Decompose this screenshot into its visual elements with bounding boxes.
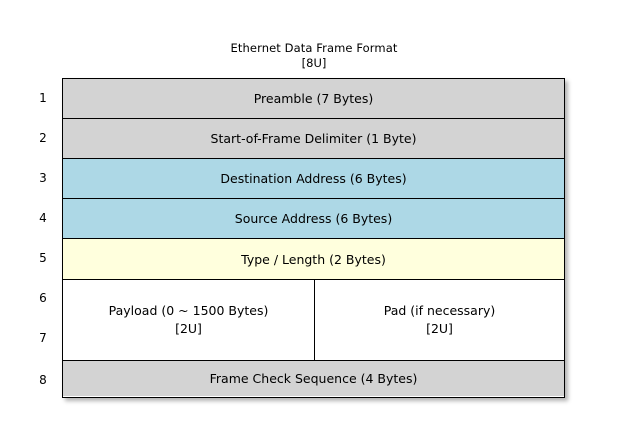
frame-field-pad: Pad (if necessary) [2U] — [315, 280, 564, 360]
frame-field-type-length: Type / Length (2 Bytes) — [63, 239, 564, 280]
frame-field-type-length-label: Type / Length (2 Bytes) — [241, 251, 386, 267]
frame-field-pad-note: [2U] — [426, 321, 453, 336]
frame-field-pad-label: Pad (if necessary) — [383, 303, 496, 318]
row-number-4: 4 — [39, 211, 47, 225]
row-number-gutter: 1 2 3 4 5 6 7 8 — [30, 78, 56, 398]
row-number-5: 5 — [39, 251, 47, 265]
diagram-title-main: Ethernet Data Frame Format — [230, 41, 398, 55]
frame-format-table: Preamble (7 Bytes) Start-of-Frame Delimi… — [62, 78, 565, 398]
frame-field-start-of-frame-delimiter-label: Start-of-Frame Delimiter (1 Byte) — [210, 131, 417, 146]
diagram-title-subtitle: [8U] — [301, 56, 327, 70]
frame-field-payload-label: Payload (0 ~ 1500 Bytes) — [108, 303, 269, 318]
frame-field-destination-address: Destination Address (6 Bytes) — [63, 159, 564, 199]
row-number-7: 7 — [39, 331, 47, 345]
frame-field-payload-pad: Payload (0 ~ 1500 Bytes) [2U] Pad (if ne… — [63, 280, 564, 361]
frame-field-source-address: Source Address (6 Bytes) — [63, 199, 564, 239]
frame-field-destination-address-label: Destination Address (6 Bytes) — [220, 171, 407, 186]
frame-field-preamble-label: Preamble (7 Bytes) — [253, 91, 374, 106]
frame-field-payload-note: [2U] — [175, 321, 202, 336]
row-number-6: 6 — [39, 291, 47, 305]
frame-field-source-address-label: Source Address (6 Bytes) — [234, 211, 393, 226]
frame-field-payload: Payload (0 ~ 1500 Bytes) [2U] — [63, 280, 315, 360]
frame-field-frame-check-sequence-label: Frame Check Sequence (4 Bytes) — [209, 371, 418, 386]
frame-field-preamble: Preamble (7 Bytes) — [63, 79, 564, 119]
row-number-8: 8 — [39, 373, 47, 387]
row-number-1: 1 — [39, 91, 47, 105]
row-number-2: 2 — [39, 131, 47, 145]
diagram-title: Ethernet Data Frame Format [8U] — [0, 41, 628, 71]
frame-field-start-of-frame-delimiter: Start-of-Frame Delimiter (1 Byte) — [63, 119, 564, 159]
row-number-3: 3 — [39, 171, 47, 185]
frame-field-frame-check-sequence: Frame Check Sequence (4 Bytes) — [63, 361, 564, 396]
